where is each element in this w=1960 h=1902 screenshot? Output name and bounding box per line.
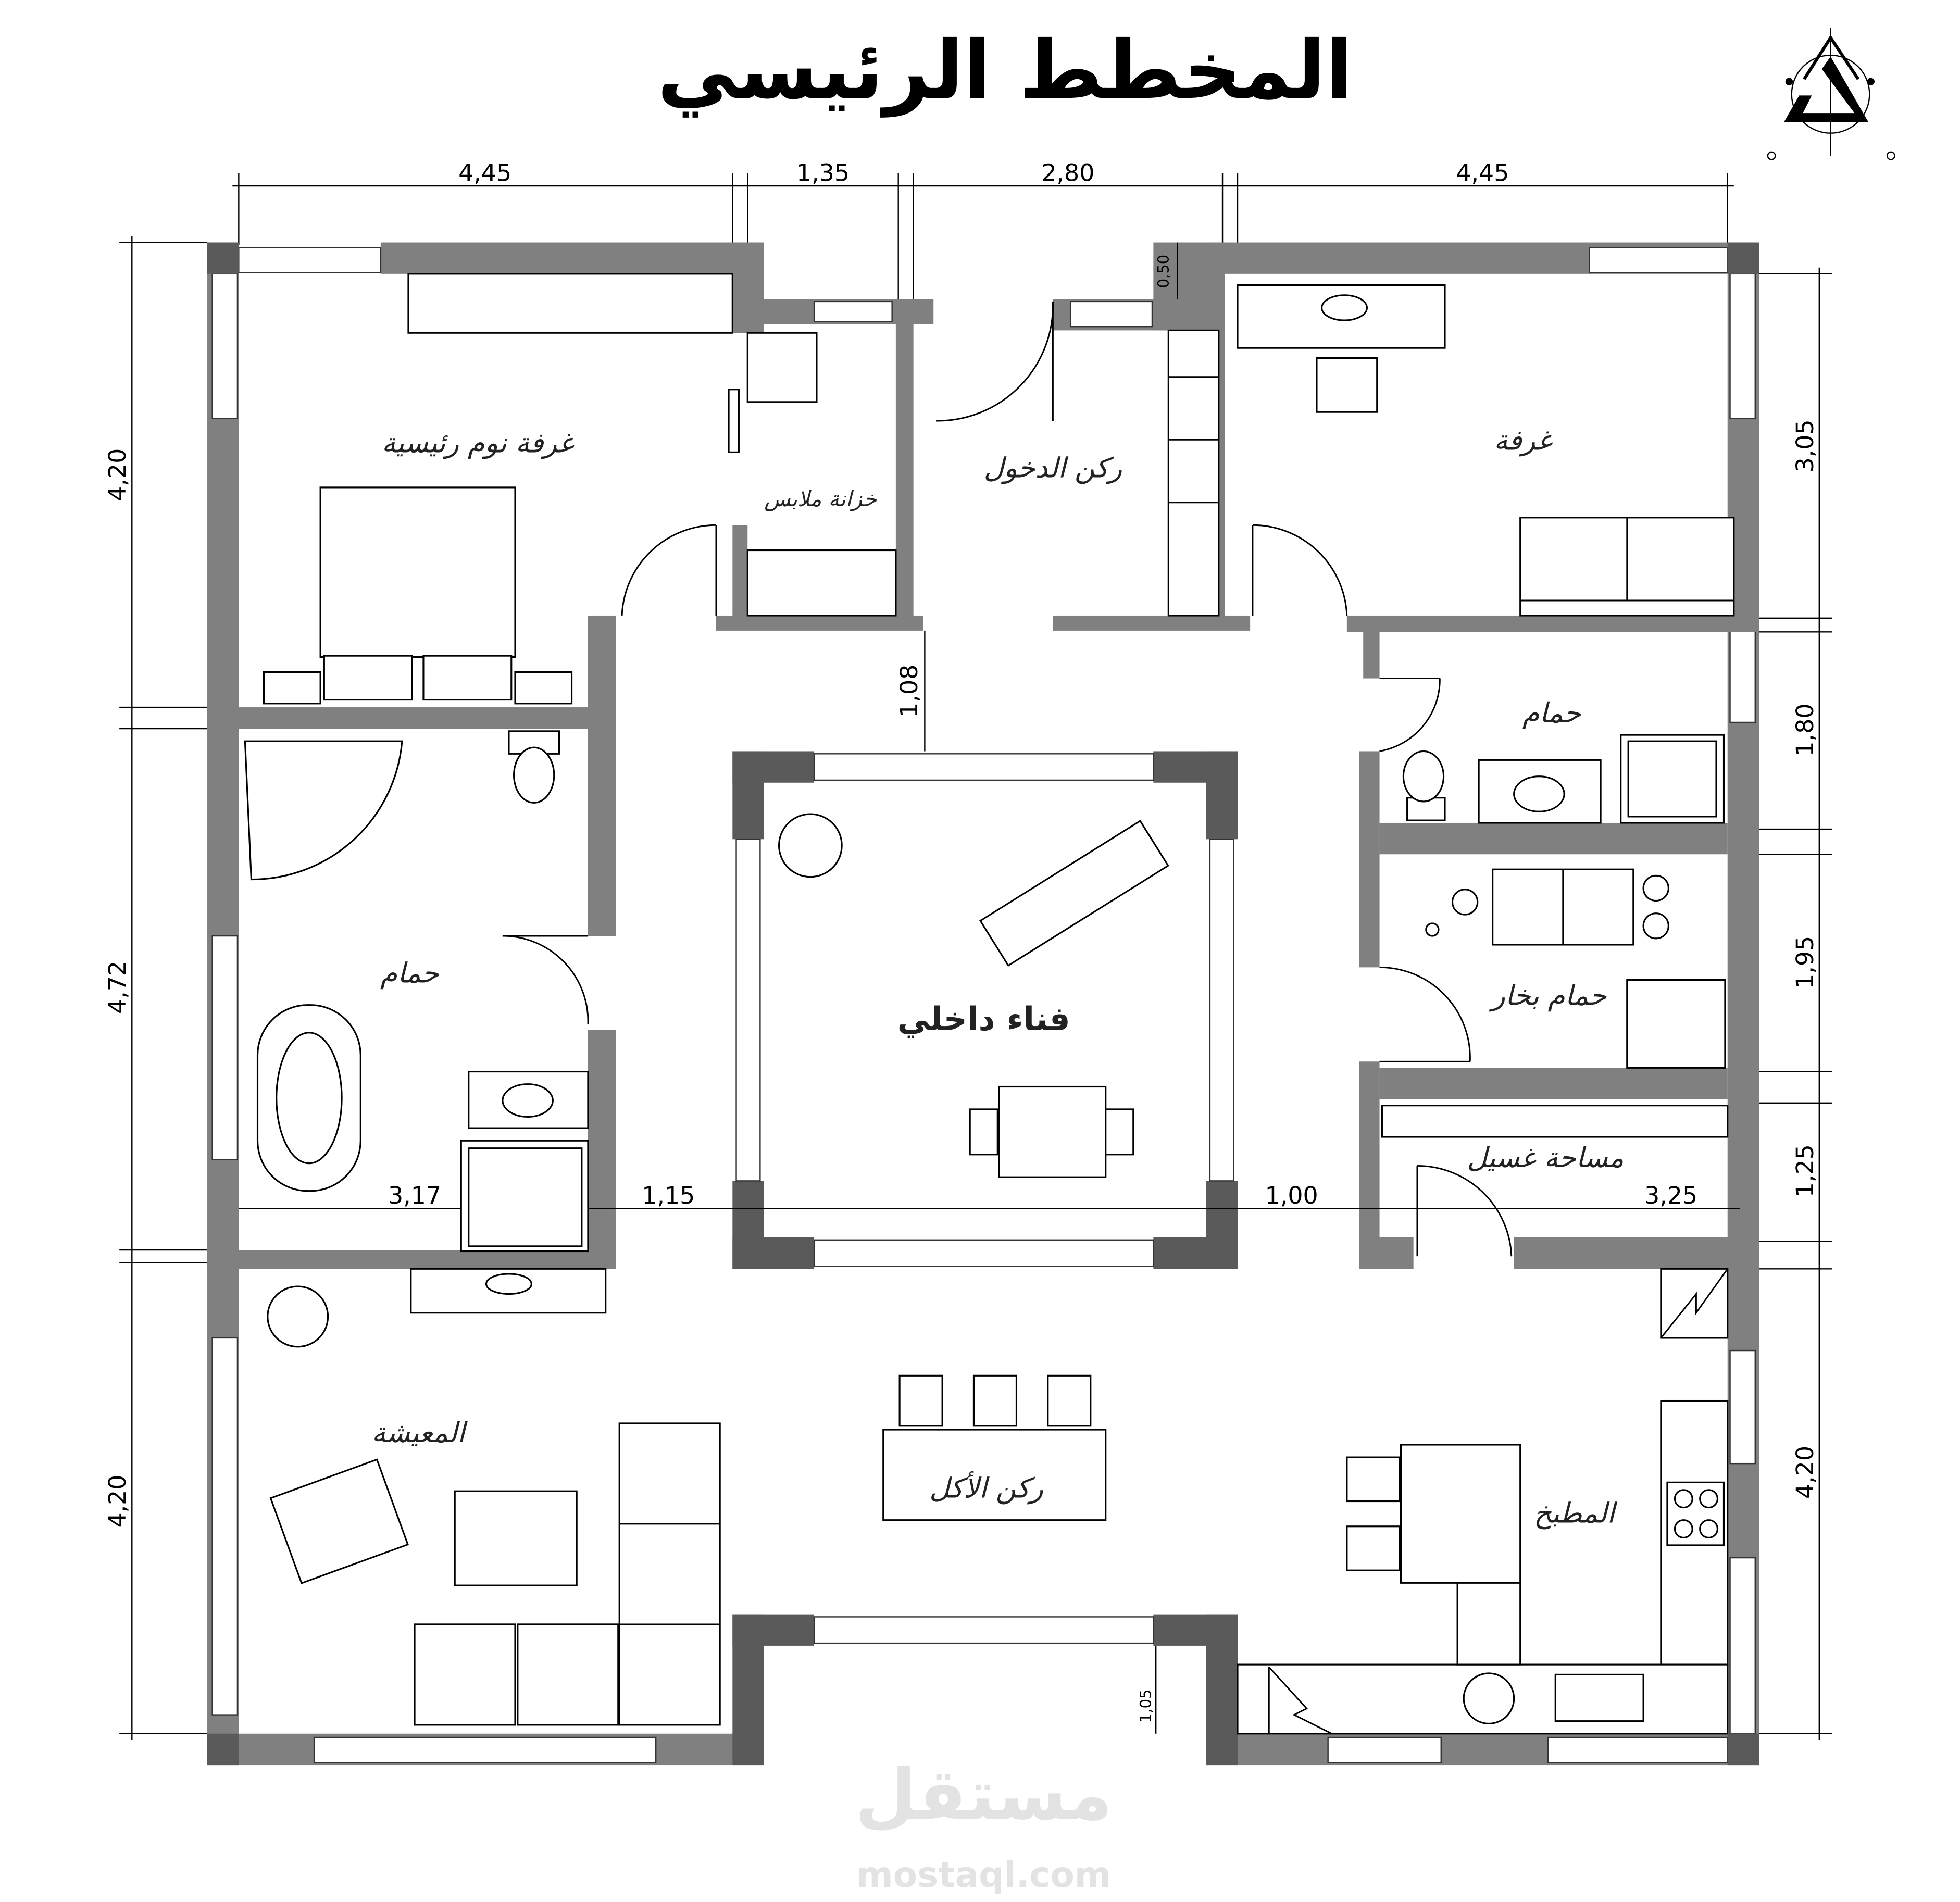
sink xyxy=(502,1083,554,1118)
watermark: مستقل mostaql.com xyxy=(855,1754,1113,1895)
doors xyxy=(502,301,1513,1257)
label-steam-bath: حمام بخار xyxy=(1489,980,1606,1012)
dim-left-2: 4,72 xyxy=(103,961,131,1014)
dim-top-2: 1,35 xyxy=(796,158,850,186)
walls xyxy=(207,242,1759,1766)
label-master-bedroom: غرفة نوم رئيسية xyxy=(382,427,575,459)
plant-icon xyxy=(778,813,843,878)
label-kitchen: المطبخ xyxy=(1534,1497,1618,1530)
dim-right-3: 1,95 xyxy=(1791,936,1819,989)
kitchen-sink xyxy=(1554,1673,1644,1722)
toilet xyxy=(513,746,555,804)
dim-corridor-right: 1,00 xyxy=(1265,1181,1318,1209)
dimensions-right: 3,05 1,80 1,95 1,25 4,20 xyxy=(1759,267,1832,1740)
dim-corridor-depth: 1,08 xyxy=(895,665,923,718)
dim-top-1: 4,45 xyxy=(458,158,511,186)
dim-left-1: 4,20 xyxy=(103,448,131,502)
dim-entry-recess: 0,50 xyxy=(1154,255,1172,288)
shoe-cabinet xyxy=(1167,329,1220,617)
label-closet: خزانة ملابس xyxy=(764,486,877,512)
label-laundry: مساحة غسيل xyxy=(1467,1142,1624,1174)
dimensions-interior: 3,17 1,15 1,00 3,25 1,08 0,50 1,05 xyxy=(239,242,1740,1734)
plan-title: المخطط الرئيسي xyxy=(657,24,1353,118)
label-living: المعيشة xyxy=(372,1417,468,1449)
laundry-counter xyxy=(1381,1105,1729,1138)
room-labels: غرفة نوم رئيسية خزانة ملابس ركن الدخول غ… xyxy=(372,424,1624,1530)
dim-top-3: 2,80 xyxy=(1041,158,1094,186)
wardrobe xyxy=(407,273,733,334)
dim-corridor-left: 1,15 xyxy=(642,1181,695,1209)
dimensions-left: 4,20 4,72 4,20 xyxy=(103,236,208,1740)
watermark-latin: mostaql.com xyxy=(856,1854,1111,1895)
coffee-table xyxy=(454,1490,578,1586)
furniture xyxy=(244,273,1735,1735)
dim-right-4: 1,25 xyxy=(1791,1144,1819,1197)
label-dining: ركن الأكل xyxy=(929,1471,1043,1504)
bed xyxy=(319,486,516,658)
label-master-bath: حمام xyxy=(380,957,439,989)
armchair xyxy=(269,1458,409,1584)
label-courtyard: فناء داخلي xyxy=(897,1000,1070,1038)
plant-icon xyxy=(267,1285,329,1348)
watermark-arabic: مستقل xyxy=(855,1754,1113,1836)
dim-top-4: 4,45 xyxy=(1456,158,1509,186)
dim-bath-width: 3,17 xyxy=(388,1181,441,1209)
courtyard-table xyxy=(998,1085,1107,1178)
sofa xyxy=(618,1422,721,1726)
dim-right-5: 4,20 xyxy=(1791,1446,1819,1499)
dim-right-1: 3,05 xyxy=(1791,419,1819,472)
label-entrance: ركن الدخول xyxy=(984,452,1122,484)
label-bedroom: غرفة xyxy=(1494,424,1553,457)
lounger xyxy=(979,820,1169,967)
dim-court-recess: 1,05 xyxy=(1137,1689,1155,1722)
dim-left-3: 4,20 xyxy=(103,1474,131,1528)
kitchen-island xyxy=(1400,1444,1521,1584)
label-bath: حمام xyxy=(1522,697,1581,729)
dim-right-2: 1,80 xyxy=(1791,703,1819,756)
dim-laundry-width: 3,25 xyxy=(1644,1181,1697,1209)
dining-table xyxy=(882,1429,1107,1521)
corner-tub xyxy=(244,740,403,881)
dimensions-top: 4,45 1,35 2,80 4,45 xyxy=(232,158,1734,302)
chair xyxy=(1316,357,1378,413)
logo xyxy=(1767,28,1895,160)
